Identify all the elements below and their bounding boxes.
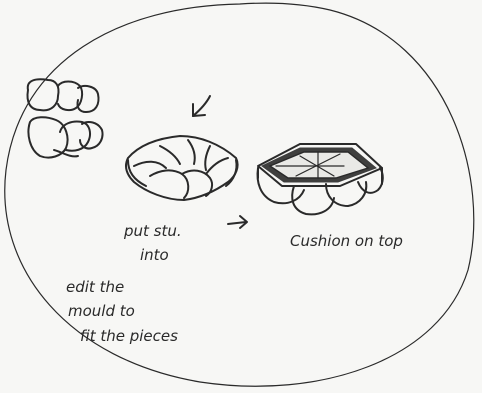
label-put-into-line2: into [140, 246, 169, 264]
label-put-into-line1: put stu. [123, 222, 182, 240]
note-line1: edit the [66, 278, 124, 296]
note-line2: mould to [68, 302, 135, 320]
label-cushion: Cushion on top [290, 232, 403, 250]
note-line3: fit the pieces [80, 327, 178, 345]
outline-oval [5, 3, 474, 386]
cushion-on-top-sketch [258, 144, 383, 214]
down-arrow [193, 96, 210, 116]
loose-pieces-sketch [28, 79, 103, 157]
pieces-in-mould-sketch [126, 136, 238, 200]
right-arrow [228, 216, 247, 228]
